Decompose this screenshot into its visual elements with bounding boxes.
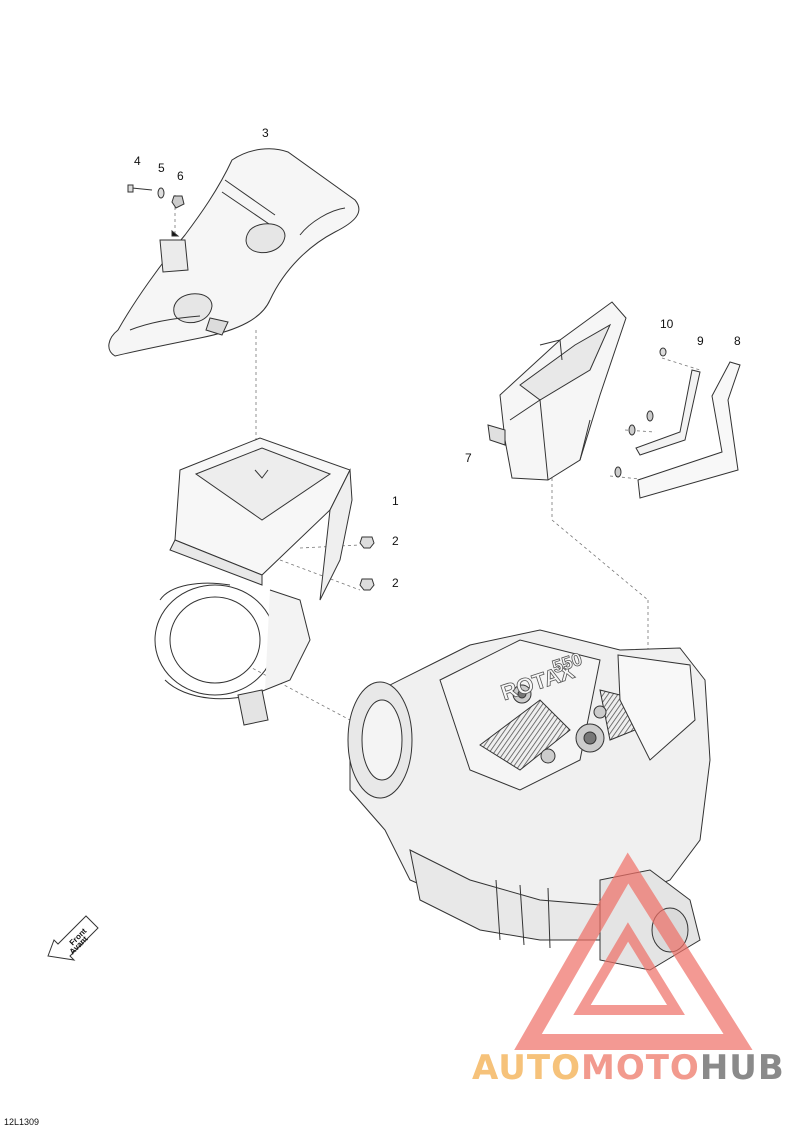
fasteners-4-5-6	[127, 184, 185, 237]
callout-8: 8	[734, 334, 741, 348]
callout-10: 10	[660, 317, 674, 331]
flaps-parts-8-9-10	[614, 347, 741, 499]
screws-2	[359, 536, 375, 591]
callout-2b: 2	[392, 576, 399, 590]
watermark-part-hub: HUB	[699, 1048, 785, 1088]
air-box-part-7	[487, 301, 627, 481]
watermark-text: AUTOMOTOHUB	[472, 1048, 785, 1088]
watermark-part-auto: AUTO	[472, 1048, 581, 1088]
callout-4: 4	[134, 154, 141, 168]
watermark-triangle-logo	[514, 852, 753, 1050]
callout-6: 6	[177, 169, 184, 183]
watermark-part-moto: MOTO	[580, 1048, 700, 1088]
callout-9: 9	[697, 334, 704, 348]
callout-1: 1	[392, 494, 399, 508]
upper-cover-part-3	[108, 148, 360, 357]
callout-5: 5	[158, 161, 165, 175]
callout-2a: 2	[392, 534, 399, 548]
drawing-code: 12L1309	[4, 1117, 40, 1127]
front-direction-arrow-icon: Front Avant	[47, 915, 99, 961]
callout-3: 3	[262, 126, 269, 140]
air-duct-part-1	[154, 437, 353, 726]
callout-7: 7	[465, 451, 472, 465]
